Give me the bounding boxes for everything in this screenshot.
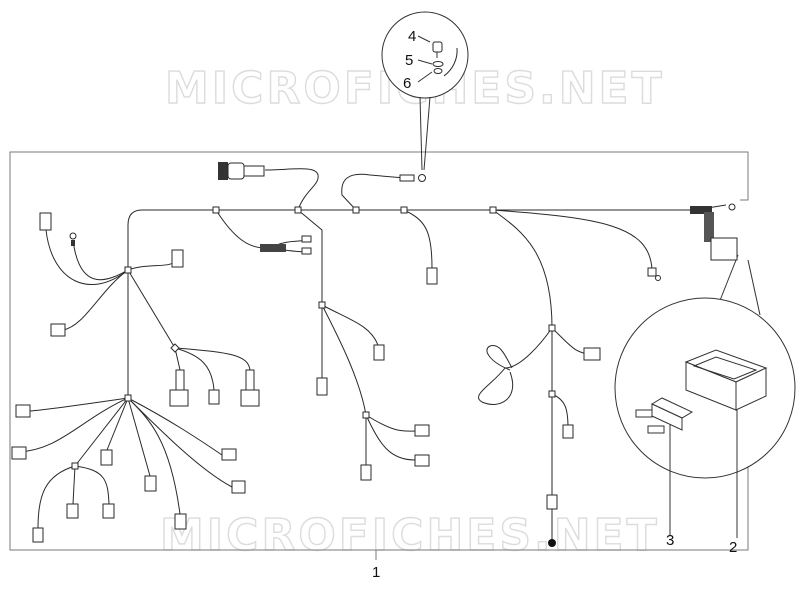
fuse-holder-inline-icon xyxy=(690,203,738,261)
eyelet-terminal-icon xyxy=(399,174,426,182)
harness-connectors xyxy=(11,212,601,543)
connector xyxy=(144,475,157,492)
connector xyxy=(373,344,385,361)
callout-3: 3 xyxy=(666,532,674,549)
connector xyxy=(583,347,601,361)
watermark-bottom: MICROFICHES.NET xyxy=(160,510,660,561)
fuse-holder-icon xyxy=(684,349,768,411)
relay-socket-icon xyxy=(169,369,189,407)
connector xyxy=(50,323,66,337)
harness-wires xyxy=(17,168,727,540)
connector xyxy=(208,389,220,405)
assembly-frame xyxy=(9,151,749,560)
spade-terminals-icon xyxy=(260,235,312,255)
connector xyxy=(426,267,438,285)
callout-4: 4 xyxy=(408,28,416,45)
connector xyxy=(562,424,574,439)
junction-nodes xyxy=(71,206,556,470)
screw-icon xyxy=(432,41,443,58)
connector xyxy=(546,494,558,510)
nut-icon xyxy=(433,68,443,74)
connector xyxy=(15,404,31,418)
plug-connector-icon xyxy=(218,162,265,180)
connector xyxy=(414,424,430,437)
fuse-icon xyxy=(635,397,694,434)
connector xyxy=(221,448,237,461)
ground-point-icon xyxy=(548,539,556,547)
detail-circle-hardware: 4 5 6 xyxy=(381,11,469,171)
callout-6: 6 xyxy=(403,75,411,92)
battery-terminal-icon xyxy=(647,267,661,281)
connector xyxy=(171,249,184,268)
connector xyxy=(231,480,246,494)
relay-socket-icon xyxy=(240,369,260,407)
connector xyxy=(39,212,52,231)
connector xyxy=(66,503,79,519)
connector xyxy=(100,449,113,466)
connector xyxy=(414,454,430,467)
ring-terminal-icon xyxy=(69,232,77,246)
connector xyxy=(11,446,27,460)
connector xyxy=(316,377,328,396)
connector xyxy=(102,503,115,519)
connector xyxy=(174,513,187,530)
callout-1: 1 xyxy=(372,564,380,581)
connector xyxy=(32,527,44,543)
connector xyxy=(360,464,372,481)
washer-icon xyxy=(432,61,444,67)
callout-2: 2 xyxy=(729,539,737,556)
callout-5: 5 xyxy=(405,52,413,69)
detail-circle-fuse: 2 3 xyxy=(614,254,796,556)
